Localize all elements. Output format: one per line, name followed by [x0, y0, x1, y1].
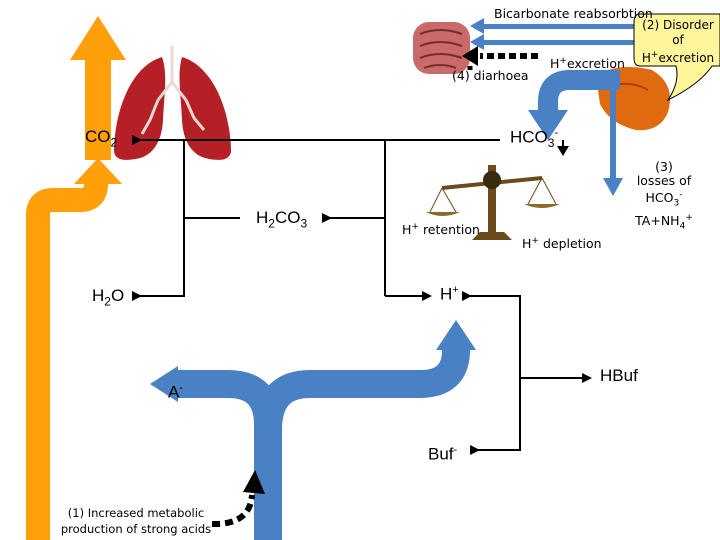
a-minus-label: A-	[168, 382, 184, 402]
h-plus-label: H+	[440, 284, 459, 304]
hco3-losses-label: (3) losses of HCO3- TA+NH4+	[635, 159, 693, 232]
disorder-callout	[633, 13, 720, 102]
orange-up-arrow	[70, 16, 126, 160]
lungs-icon	[114, 46, 231, 160]
h-excretion-label: H+excretion	[550, 56, 625, 72]
hbuf-label: HBuf	[600, 366, 638, 385]
intestine-icon	[413, 22, 470, 74]
buf-minus-label: Buf-	[428, 444, 458, 464]
diarrhoea-dotted-arrow	[462, 46, 538, 66]
h2o-label: H2O	[92, 286, 125, 309]
metabolic-acids-label: (1) Increased metabolic production of st…	[60, 506, 212, 536]
disorder-callout-text: (2) Disorder of H+excretion	[641, 18, 715, 65]
h2co3-label: H2CO3	[256, 208, 308, 231]
bicarbonate-reabsorption-label: Bicarbonate reabsorbtion	[494, 6, 653, 21]
co2-label: CO2	[85, 127, 118, 150]
metabolic-dotted-arrow	[211, 470, 265, 528]
hco3-label: HCO3-	[510, 127, 559, 151]
h-retention-label: H+ retention	[402, 222, 480, 238]
h-depletion-label: H+ depletion	[522, 236, 602, 252]
diarrhoea-label: (4) diarhoea	[452, 68, 529, 83]
hco3-down-arrow	[557, 140, 569, 156]
blue-acid-production-arrow	[150, 320, 476, 540]
hco3-losses-arrow	[603, 84, 623, 196]
h-excretion-arrow	[528, 70, 620, 140]
bicarbonate-reabsorption-arrows	[470, 18, 637, 50]
reaction-lines	[132, 135, 592, 455]
balance-scale-icon	[426, 165, 560, 240]
orange-co2-pathway	[26, 158, 122, 540]
